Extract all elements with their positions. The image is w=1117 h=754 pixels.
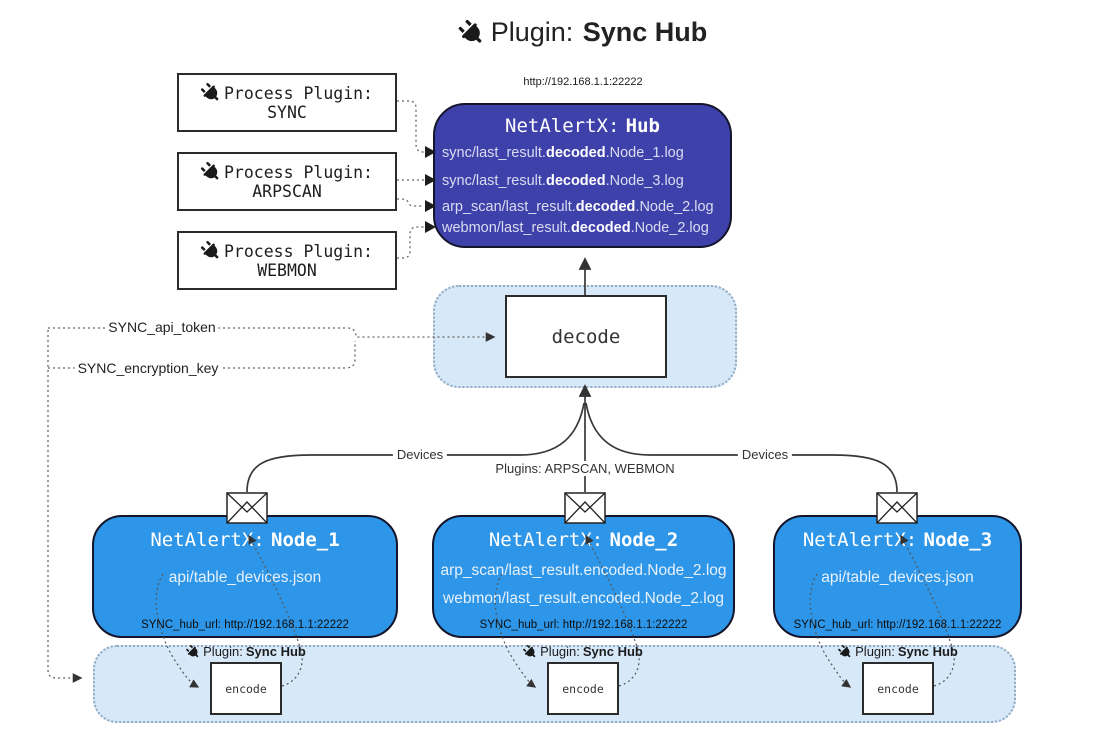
netalertx-node-1-box: NetAlertX:Node_1 api/table_devices.json …	[92, 515, 398, 638]
plug-icon	[197, 158, 225, 186]
edge-label-devices-left: Devices	[392, 447, 448, 462]
process-plugin-arpscan: Process Plugin: ARPSCAN	[177, 152, 397, 211]
plug-icon	[835, 642, 855, 662]
process-plugin-label: Process Plugin:	[223, 241, 373, 261]
encoder-plugin-label: Plugin:Sync Hub	[186, 644, 306, 659]
sync-api-token-label: SYNC_api_token	[105, 319, 219, 335]
process-plugin-name: ARPSCAN	[252, 182, 322, 201]
edge-sync-to-hub-1	[397, 100, 424, 153]
netalertx-node-3-box: NetAlertX:Node_3 api/table_devices.json …	[773, 515, 1022, 638]
hub-title-bold: Hub	[625, 115, 660, 137]
plug-icon	[197, 237, 225, 265]
node-title: NetAlertX:Node_1	[150, 529, 340, 551]
edge-arpscan-to-hub	[397, 198, 424, 207]
edge-label-plugins-center: Plugins: ARPSCAN, WEBMON	[491, 461, 679, 476]
edge-keys-to-encoders	[47, 330, 83, 683]
encode-box-1: encode	[210, 662, 282, 715]
node-hub-url: SYNC_hub_url: http://192.168.1.1:22222	[793, 619, 1002, 631]
node-file: api/table_devices.json	[168, 569, 322, 586]
process-plugin-label: Process Plugin:	[223, 162, 373, 182]
plug-icon	[453, 14, 490, 51]
page-title-bold: Sync Hub	[582, 17, 708, 47]
encoder-plugin-label: Plugin:Sync Hub	[838, 644, 958, 659]
hub-title-prefix: NetAlertX:	[505, 115, 620, 137]
hub-log-line: sync/last_result.decoded.Node_1.log	[442, 145, 684, 161]
process-plugin-label: Process Plugin:	[223, 83, 373, 103]
hub-url-label: http://192.168.1.1:22222	[523, 76, 643, 88]
sync-encryption-key-label: SYNC_encryption_key	[74, 360, 222, 376]
encode-label: encode	[225, 681, 267, 696]
node-file: arp_scan/last_result.encoded.Node_2.log	[440, 562, 727, 579]
edge-webmon-to-hub	[397, 226, 424, 259]
node-hub-url: SYNC_hub_url: http://192.168.1.1:22222	[479, 619, 688, 631]
process-plugin-name: SYNC	[267, 103, 307, 122]
page-title-text: Plugin:	[490, 17, 574, 47]
encode-box-2: encode	[547, 662, 619, 715]
encode-label: encode	[562, 681, 604, 696]
hub-log-line: sync/last_result.decoded.Node_3.log	[442, 173, 684, 189]
node-file: api/table_devices.json	[821, 569, 974, 586]
node-title: NetAlertX:Node_3	[802, 529, 993, 551]
page-title: Plugin: Sync Hub	[459, 17, 708, 48]
plug-icon	[183, 642, 203, 662]
encoder-plugin-label: Plugin:Sync Hub	[523, 644, 643, 659]
encode-box-3: encode	[862, 662, 934, 715]
plug-icon	[520, 642, 540, 662]
plug-icon	[197, 79, 225, 107]
node-hub-url: SYNC_hub_url: http://192.168.1.1:22222	[141, 619, 349, 631]
process-plugin-sync: Process Plugin: SYNC	[177, 73, 397, 132]
decode-box: decode	[505, 295, 667, 378]
netalertx-hub-box: NetAlertX:Hub sync/last_result.decoded.N…	[433, 103, 732, 248]
hub-log-line: webmon/last_result.decoded.Node_2.log	[442, 220, 709, 236]
netalertx-node-2-box: NetAlertX:Node_2 arp_scan/last_result.en…	[432, 515, 735, 638]
encode-label: encode	[877, 681, 919, 696]
hub-title: NetAlertX:Hub	[435, 115, 730, 137]
node-file: webmon/last_result.encoded.Node_2.log	[443, 590, 724, 607]
node-title: NetAlertX:Node_2	[488, 529, 679, 551]
process-plugin-webmon: Process Plugin: WEBMON	[177, 231, 397, 290]
decode-label: decode	[551, 325, 621, 348]
edge-label-devices-right: Devices	[737, 447, 793, 462]
hub-log-line: arp_scan/last_result.decoded.Node_2.log	[442, 199, 714, 215]
process-plugin-name: WEBMON	[257, 261, 317, 280]
